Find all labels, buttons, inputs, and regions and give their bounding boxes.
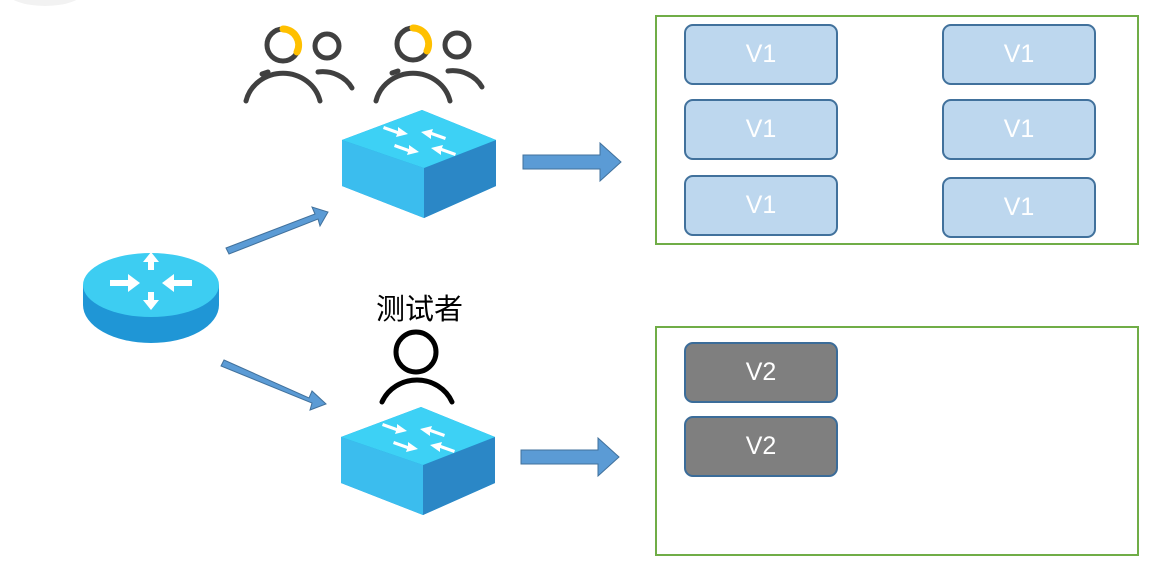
user-group-icon bbox=[243, 25, 355, 104]
arrow-router-to-top-switch bbox=[225, 206, 329, 255]
router-icon bbox=[83, 252, 219, 343]
arrow-router-to-bottom-switch bbox=[220, 359, 327, 411]
vm-v1-1[interactable]: V1 bbox=[684, 24, 838, 85]
arrow-bottom-switch-to-test bbox=[520, 436, 620, 478]
person-icon bbox=[379, 329, 455, 405]
vm-v1-3[interactable]: V1 bbox=[684, 99, 838, 160]
vm-v2-2[interactable]: V2 bbox=[684, 416, 838, 477]
vm-v1-4[interactable]: V1 bbox=[942, 99, 1096, 160]
user-group-icon bbox=[373, 24, 485, 104]
vm-v2-1[interactable]: V2 bbox=[684, 342, 838, 403]
network-switch-icon bbox=[341, 407, 495, 515]
network-switch-icon bbox=[342, 110, 496, 218]
corner-decoration bbox=[13, 0, 77, 6]
vm-v1-5[interactable]: V1 bbox=[684, 175, 838, 236]
vm-v1-6[interactable]: V1 bbox=[942, 177, 1096, 238]
block-arrow-icon bbox=[220, 141, 622, 478]
arrow-top-switch-to-production bbox=[522, 141, 622, 183]
vm-v1-2[interactable]: V1 bbox=[942, 24, 1096, 85]
tester-label: 测试者 bbox=[376, 292, 464, 326]
